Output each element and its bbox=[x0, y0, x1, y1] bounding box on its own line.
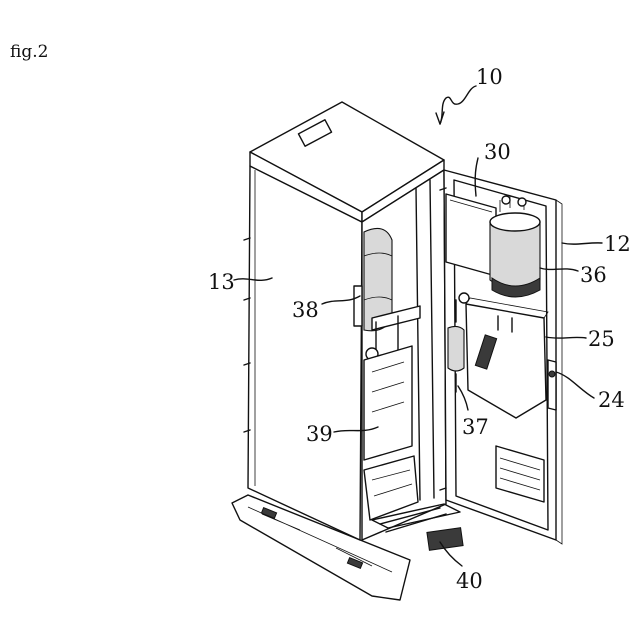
leader-10 bbox=[440, 86, 476, 124]
label-10: 10 bbox=[476, 65, 503, 89]
label-39: 39 bbox=[306, 422, 333, 446]
label-24: 24 bbox=[598, 388, 625, 412]
label-36: 36 bbox=[580, 263, 607, 287]
label-40: 40 bbox=[456, 569, 483, 593]
side-panel bbox=[248, 166, 362, 540]
label-13: 13 bbox=[208, 270, 235, 294]
label-12: 12 bbox=[604, 232, 631, 256]
stopper-40 bbox=[427, 528, 463, 551]
door bbox=[440, 170, 562, 544]
figure-label: fig.2 bbox=[10, 42, 48, 62]
cabinet-body bbox=[232, 102, 446, 600]
bracket-38 bbox=[354, 286, 362, 326]
label-25: 25 bbox=[588, 327, 615, 351]
leader-25 bbox=[546, 337, 586, 338]
label-30: 30 bbox=[484, 140, 511, 164]
label-38: 38 bbox=[292, 298, 319, 322]
latch-24 bbox=[548, 360, 556, 410]
valve-37 bbox=[448, 326, 464, 371]
label-37: 37 bbox=[462, 415, 489, 439]
leader-12 bbox=[562, 243, 602, 244]
component-39 bbox=[364, 346, 412, 460]
